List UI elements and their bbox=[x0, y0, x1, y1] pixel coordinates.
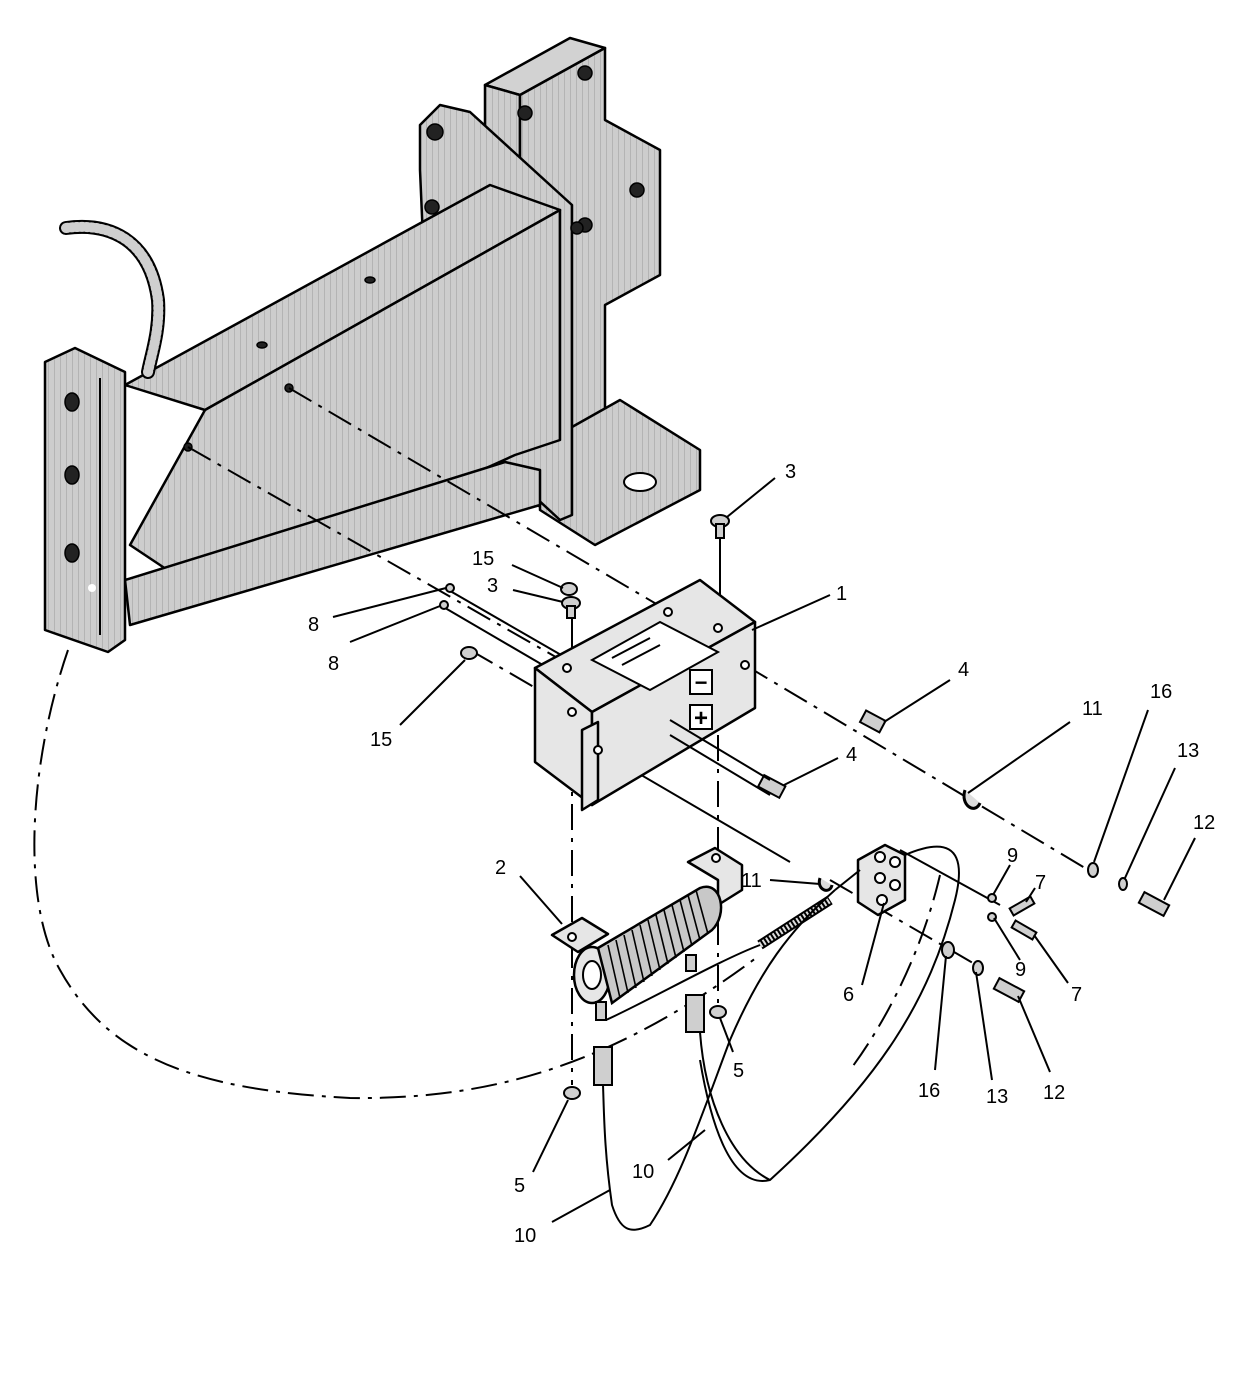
callout-4-upper: 4 bbox=[958, 659, 969, 681]
callout-13-lower: 13 bbox=[986, 1086, 1008, 1108]
callout-12-upper: 12 bbox=[1193, 812, 1215, 834]
harness-wire bbox=[699, 1031, 771, 1181]
callout-9-lower: 9 bbox=[1015, 959, 1026, 981]
callout-8-upper: 8 bbox=[308, 614, 319, 636]
callout-2: 2 bbox=[495, 857, 506, 879]
leader-lines bbox=[332, 477, 1196, 1223]
resistor-bracket-left bbox=[550, 916, 610, 954]
frame-end-plate bbox=[43, 346, 127, 654]
callout-16-upper: 16 bbox=[1150, 681, 1172, 703]
callout-3-top: 3 bbox=[785, 461, 796, 483]
frame-base-plate bbox=[538, 398, 702, 547]
callout-6: 6 bbox=[843, 984, 854, 1006]
minus-label: − bbox=[695, 670, 708, 695]
wiring bbox=[602, 845, 960, 1231]
cable-clip bbox=[962, 789, 982, 810]
assembly-lines bbox=[33, 387, 1086, 1100]
flange-hole bbox=[570, 221, 584, 235]
callout-10-right: 10 bbox=[632, 1161, 654, 1183]
hardware bbox=[439, 514, 1171, 1100]
harness-wire bbox=[602, 889, 836, 1231]
callout-11-lower: 11 bbox=[741, 870, 762, 892]
callout-8-lower: 8 bbox=[328, 653, 339, 675]
harness-wire bbox=[699, 845, 960, 1182]
resistor-tab bbox=[685, 954, 697, 972]
flange-hole bbox=[424, 199, 440, 215]
callout-12-lower: 12 bbox=[1043, 1082, 1065, 1104]
callout-3-lower: 3 bbox=[487, 575, 498, 597]
resistor-coil bbox=[596, 885, 723, 1006]
flange-hole bbox=[426, 123, 444, 141]
terminal-block bbox=[856, 843, 907, 917]
callout-16-lower: 16 bbox=[918, 1080, 940, 1102]
box-label bbox=[589, 620, 721, 692]
arm-hole bbox=[256, 341, 268, 349]
callouts: 1 3 15 3 8 8 15 4 4 11 16 13 12 9 7 9 7 … bbox=[308, 461, 1215, 1247]
resistor-bracket-right bbox=[686, 846, 744, 907]
callout-4-lower: 4 bbox=[846, 744, 857, 766]
resistor-tab bbox=[595, 1001, 607, 1021]
callout-5-left: 5 bbox=[514, 1175, 525, 1197]
resistor-assembly bbox=[550, 846, 744, 1021]
callout-11-upper: 11 bbox=[1082, 698, 1103, 720]
callout-5-right: 5 bbox=[733, 1060, 744, 1082]
callout-7-upper: 7 bbox=[1035, 872, 1046, 894]
callout-13-upper: 13 bbox=[1177, 740, 1199, 762]
end-plate-marker bbox=[88, 584, 96, 592]
frame-hole bbox=[517, 105, 533, 121]
frame-hole bbox=[629, 182, 645, 198]
end-plate-hole bbox=[64, 543, 80, 563]
callout-15-lower: 15 bbox=[370, 729, 392, 751]
minus-terminal-icon bbox=[689, 669, 713, 695]
mounting-frame bbox=[43, 36, 702, 654]
arm-hole bbox=[364, 276, 376, 284]
connector-plug bbox=[685, 994, 705, 1033]
end-plate-hole bbox=[64, 392, 80, 412]
callout-7-lower: 7 bbox=[1071, 984, 1082, 1006]
frame-brace bbox=[123, 460, 542, 627]
cable-clip bbox=[817, 877, 834, 892]
control-box: − + bbox=[533, 578, 757, 812]
connector-plug bbox=[593, 1046, 613, 1086]
callout-10-left: 10 bbox=[514, 1225, 536, 1247]
frame-arm-front bbox=[128, 208, 562, 597]
callout-15-upper: 15 bbox=[472, 548, 494, 570]
callout-1: 1 bbox=[836, 583, 847, 605]
lead-wire bbox=[605, 944, 761, 1021]
callout-9-upper: 9 bbox=[1007, 845, 1018, 867]
plus-label: + bbox=[694, 705, 708, 732]
box-flange bbox=[580, 720, 600, 812]
frame-hole bbox=[577, 65, 593, 81]
frame-base-hole bbox=[623, 472, 657, 492]
plus-terminal-icon bbox=[689, 704, 713, 730]
end-plate-hole bbox=[64, 465, 80, 485]
